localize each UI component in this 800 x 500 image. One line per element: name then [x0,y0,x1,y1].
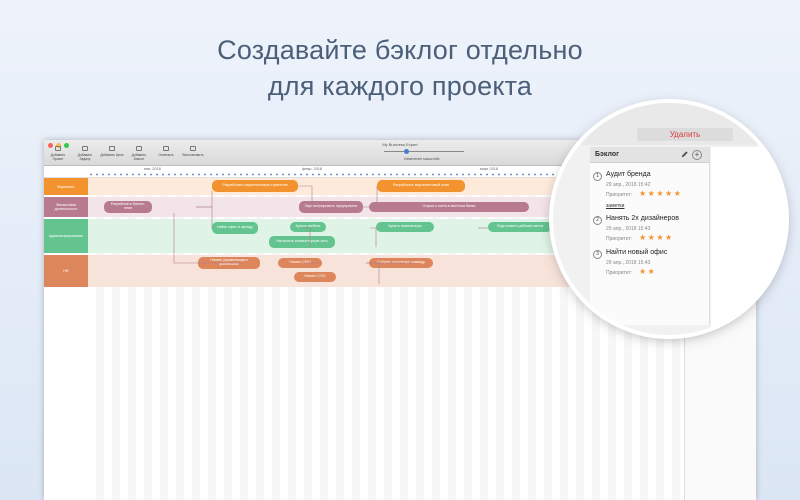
zoom-slider-knob[interactable] [404,149,409,154]
add-goal-button[interactable]: Добавить Цель [100,146,124,161]
item-title: Аудит бренда [606,171,651,178]
toolbar: Добавить Проект Добавить Задачу Добавить… [46,146,205,161]
item-date: 29 апр., 2018 15:42 [606,182,651,188]
timeline-dots [88,173,756,176]
add-task-icon [82,146,88,151]
add-backlog-button[interactable]: Добавить Бэклог [127,146,151,161]
priority-stars[interactable]: ★★★★★ [639,189,683,198]
month-label: март 2018 [480,167,498,171]
zoom-slider[interactable] [384,151,464,152]
task-bar[interactable]: Открыть счета в местном банке [369,202,529,212]
item-number: 1 [593,172,602,181]
lane-label: Финансовая деятельность [44,197,88,217]
priority-stars[interactable]: ★★ [639,267,657,276]
headline-line-1: Создавайте бэклог отдельно [217,35,583,65]
undo-button[interactable]: Отменить [154,146,178,161]
headline-line-2: для каждого проекта [267,71,533,101]
close-icon[interactable] [48,143,53,148]
task-bar[interactable]: Разработать маркетинговый план [377,180,465,192]
task-bar[interactable]: Разработать бизнес-план [104,201,152,213]
task-bar[interactable]: Подготовить рабочие места [488,222,552,232]
add-backlog-item-icon[interactable]: + [692,150,702,160]
lane-label: Маркетинг [44,178,88,195]
zoom-label: Изменение масштаба [404,157,440,161]
backlog-item[interactable]: 2 Нанять 2х дизайнеров 29 апр., 2018 15:… [593,215,707,247]
item-number: 3 [593,250,602,259]
add-goal-icon [109,146,115,151]
redo-button[interactable]: Восстановить [181,146,205,161]
task-bar[interactable]: Собрать остальную команду [369,258,433,268]
maximize-icon[interactable] [64,143,69,148]
backlog-item[interactable]: 1 Аудит бренда 29 апр., 2018 15:42 Приор… [593,171,707,213]
add-project-button[interactable]: Добавить Проект [46,146,70,161]
backlog-magnifier: Удалить Бэклог + 1 Аудит бренда 29 апр.,… [553,103,785,335]
backlog-title: Бэклог [595,151,620,158]
item-date: 29 апр., 2018 15:43 [606,260,651,266]
item-date: 29 апр., 2018 15:43 [606,226,651,232]
minimize-icon[interactable] [56,143,61,148]
window-title: My Business Expert [382,142,418,147]
backlog-panel: Бэклог + 1 Аудит бренда 29 апр., 2018 15… [590,147,710,325]
pencil-icon[interactable] [680,150,689,159]
task-bar[interactable]: Найти офис и аренду [212,222,258,234]
undo-icon [163,146,169,151]
item-title: Нанять 2х дизайнеров [606,215,680,222]
delete-button[interactable]: Удалить [637,128,733,141]
priority-label: Приоритет: [606,192,633,198]
month-label: февр. 2018 [302,167,322,171]
backlog-header: Бэклог + [590,147,709,163]
month-label: янв. 2018 [144,167,161,171]
item-number: 2 [593,216,602,225]
priority-label: Приоритет: [606,236,633,242]
task-bar[interactable]: Нанять COO [294,272,336,282]
lane-label: Администрирование [44,219,88,253]
add-task-button[interactable]: Добавить Задачу [73,146,97,161]
backlog-item[interactable]: 3 Найти новый офис 29 апр., 2018 15:43 П… [593,249,707,281]
redo-icon [190,146,196,151]
lane-label: HR [44,255,88,287]
add-backlog-icon [136,146,142,151]
task-bar[interactable]: Нанять CMO [278,258,322,268]
task-bar[interactable]: Купить мебель [290,222,326,232]
task-bar[interactable]: Нанять управляющего финансами [198,257,260,269]
priority-label: Приоритет: [606,270,633,276]
task-bar[interactable]: Разработать маркетинговую стратегию [212,180,298,192]
notes-link[interactable]: заметки [606,203,625,209]
priority-stars[interactable]: ★★★★ [639,233,674,242]
item-title: Найти новый офис [606,249,668,256]
task-bar[interactable]: Настроить компьютерную сеть [269,236,335,248]
task-bar[interactable]: Зарегистрировать предприятие [299,201,363,213]
add-project-icon [55,146,61,151]
task-bar[interactable]: Купить компьютеры [376,222,434,232]
